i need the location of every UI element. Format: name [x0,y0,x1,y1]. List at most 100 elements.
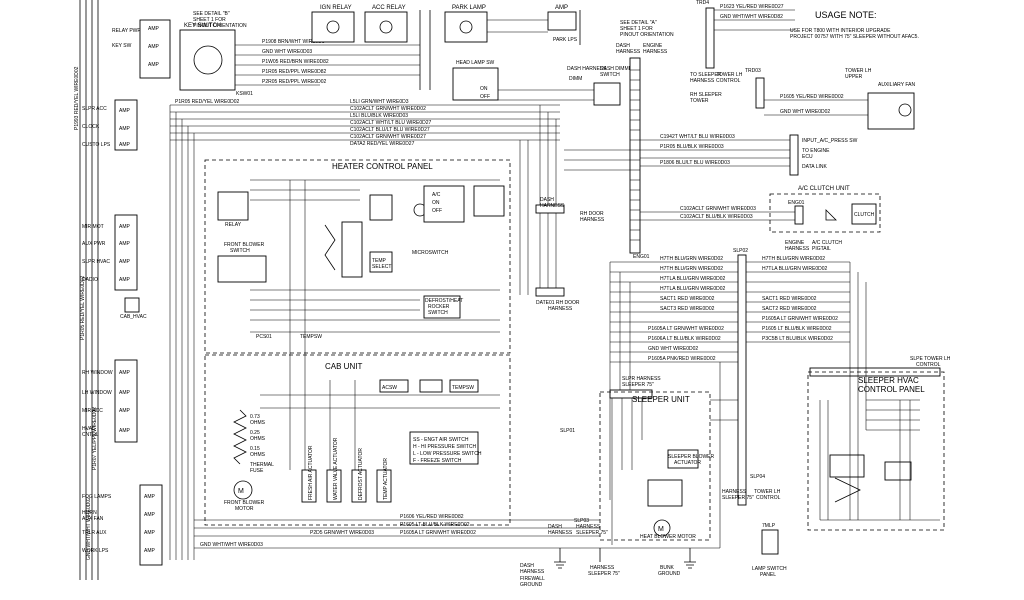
clutch-label: CLUTCH [854,212,875,218]
svg-text:AMP: AMP [148,44,160,50]
svg-text:AMP: AMP [144,530,156,536]
defrost-rocker-2: ROCKER [428,304,450,310]
defrost-rocker-1: DEFROST/HEAT [425,298,463,304]
connector-pins [630,69,640,241]
rh-door-bottom: DATE01 RH DOOR [536,300,580,306]
park-lamp-label: PARK LAMP [452,5,486,11]
engine-harness-2: HARNESS [785,246,810,252]
mir-acc-label: MIR ACC [82,408,103,414]
cab-hvac-fuse [124,297,140,313]
sleeper-hvac-title-2: CONTROL PANEL [858,385,925,394]
engine-harness-1: ENGINE [785,240,805,246]
trd03-connector [755,77,765,109]
acc-relay-box [364,11,408,43]
lamp-switch-box [761,529,779,555]
dash-harness-a2: HARNESS [616,49,641,55]
wire-w37: GND WHT/WHT WIRE0D03 [200,542,263,548]
relay-label: RELAY [225,222,242,228]
lamp-switch-1: LAMP SWITCH [752,566,787,572]
wire-w21: H7TH BLU/GRN WIRE0D02 [660,256,723,262]
svg-text:AMP: AMP [119,259,131,265]
legend-1: SS - ENGT AIR SWITCH [413,437,469,443]
blower-resistor [233,409,247,465]
usage-note-line2: PROJECT 00757 WITH 75" SLEEPER WITHOUT A… [790,34,919,40]
park-fuse [547,11,577,31]
wire-w40: P1606 YEL/RED WIRE0D82 [400,514,464,520]
rh-door-connector [535,204,565,214]
cab-unit-title: CAB UNIT [325,362,362,371]
ac-clutch-unit-label: A/C CLUTCH UNIT [798,186,850,192]
ground-symbol-1 [554,561,566,569]
see-detail-b: SEE DETAIL "B" [193,11,230,17]
bunk-ground-2: GROUND [658,571,681,577]
aux-pwr-label: AUX PWR [82,241,106,247]
wire-w22: H7TH BLU/GRN WIRE0D02 [660,266,723,272]
input-ac-label: INPUT_A/C_PRESS SW [802,138,858,144]
harness-75-label: HARNESS [722,489,747,495]
trd4-label: TRD4 [696,0,709,6]
svg-text:AMP: AMP [119,241,131,247]
relay-box [217,191,249,221]
defrost-actuator [351,469,367,503]
ac-label-1: A/C [432,192,441,198]
acsw-label: ACSW [382,385,397,391]
trd03-label: TRD03 [745,68,761,74]
auxiliary-fan-label: AUXILIARY FAN [878,82,915,88]
svg-text:SLEEPER 75": SLEEPER 75" [576,530,608,536]
fuse-block-4 [139,484,163,566]
left-bus-wires: P1993 RED/YEL WIRE0D02 P1R05 RED/YEL WIR… [74,0,99,580]
dash-dimmer-2: SWITCH [600,72,620,78]
heater-control-panel: HEATER CONTROL PANEL RELAY FRONT BLOWER … [204,159,511,354]
pcs01-label: PCS01 [256,334,272,340]
aux-fan-motor [898,103,912,117]
act4-label: TEMP ACTUATOR [383,458,389,500]
slpe-tower-1: SLPE TOWER LH [910,356,951,362]
wire-w17: C102ACLT GRN/WHT WIRE0D03 [680,206,756,212]
wire-w31: P1605A PNK/RED WIRE0D02 [648,356,716,362]
wire-w44: H7TLA BLU/GRN WIRE0D02 [762,266,828,272]
dash-harness-a1: DASH [616,43,630,49]
tower-lh-ctrl-1: TOWER LH [716,72,743,78]
eng-bottom-label: ENG01 [633,254,650,260]
lamp-switch-2: PANEL [760,572,776,578]
ac-switch-box [423,185,465,223]
key-switch-symbol [193,45,223,75]
res-2: 0.25 [250,430,260,436]
legend-4: F - FREEZE SWITCH [413,458,462,464]
svg-text:AMP: AMP [119,390,131,396]
svg-text:AMP: AMP [119,142,131,148]
svg-text:AMP: AMP [144,512,156,518]
dash-harness-2: DASH [540,197,554,203]
svg-text:SLEEPER 75": SLEEPER 75" [722,495,754,501]
sleeper-hvac-panel: SLPE TOWER LH CONTROL SLEEPER HVAC CONTR… [807,356,951,531]
svg-text:HARNESS: HARNESS [520,569,545,575]
relays-top: IGN RELAY ACC RELAY PARK LAMP AMP PARK L… [311,5,581,90]
defrost-rocker-box [423,295,461,319]
sleeper-control-path [834,477,861,503]
cust-lps-label: CUSTO LPS [82,142,111,148]
fuse-block-3 [114,359,138,443]
hvac-cntrl-1: HVAC [82,426,96,432]
dash-harness-3: HARNESS [540,203,565,209]
svg-text:HARNESS: HARNESS [576,524,601,530]
ac-clutch-1: A/C CLUTCH [812,240,842,246]
sleeper-actuator-2: ACTUATOR [674,460,701,466]
microswitch-label: MICROSWITCH [412,250,449,256]
firewall-ground-1: FIREWALL [520,576,545,582]
svg-text:AMP: AMP [119,428,131,434]
ac-clutch-2: PIGTAIL [812,246,831,252]
clutch-diode [825,209,837,221]
see-detail-a: SEE DETAIL "A" [620,20,657,26]
slpr-harness-1: SLPR HARNESS [622,376,661,382]
wire-w28: P1605A LT GRN/WHT WIRE0D02 [648,326,724,332]
svg-text:AMP: AMP [119,370,131,376]
svg-text:AMP: AMP [119,277,131,283]
harness-sleeper-1: HARNESS [590,565,615,571]
wire-w12: C102ACLT GRN/WHT WIRE0D27 [350,134,426,140]
work-lps-label: WORK LPS [82,548,109,554]
front-blower-motor-1: FRONT BLOWER [224,500,265,506]
thermal-fuse-1: THERMAL [250,462,274,468]
act1-label: FRESH AIR ACTUATOR [308,445,314,500]
sleeper-unit-frame [599,391,711,541]
